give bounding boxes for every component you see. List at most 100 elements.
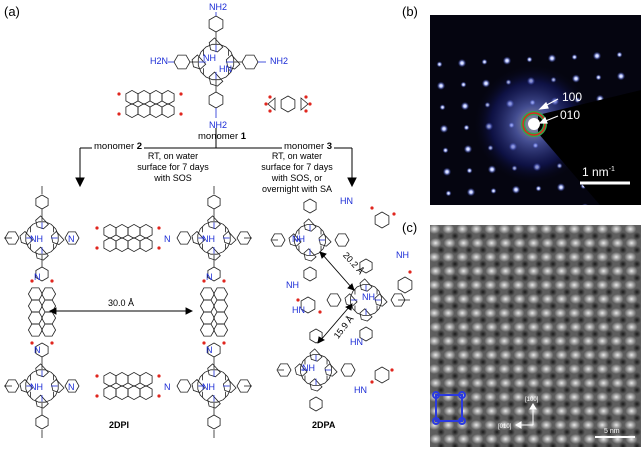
lattice-pore bbox=[479, 316, 487, 324]
lattice-pore bbox=[493, 442, 501, 447]
lattice-bright-spot bbox=[596, 225, 609, 234]
lattice-pore bbox=[591, 400, 599, 408]
lattice-bright-spot bbox=[457, 378, 470, 388]
lattice-pore bbox=[591, 358, 599, 366]
lattice-pore bbox=[507, 246, 515, 254]
lattice-bright-spot bbox=[568, 308, 581, 318]
monomer-1-phenyl-right bbox=[241, 54, 259, 70]
lattice-bright-spot bbox=[442, 308, 455, 318]
lattice-bright-spot bbox=[485, 238, 498, 248]
lattice-bright-spot bbox=[484, 336, 497, 346]
lattice-bright-spot bbox=[527, 294, 540, 304]
lattice-pore bbox=[535, 344, 543, 352]
diffraction-spot bbox=[547, 54, 557, 63]
lattice-bright-spot bbox=[568, 420, 581, 430]
lattice-pore bbox=[619, 400, 627, 408]
lattice-pore bbox=[437, 372, 445, 380]
lattice-pore bbox=[507, 344, 515, 352]
lattice-bright-spot bbox=[555, 266, 568, 276]
lattice-pore bbox=[521, 288, 529, 296]
lattice-pore bbox=[549, 260, 557, 268]
lattice-pore bbox=[619, 344, 627, 352]
2dpi-phenyl bbox=[236, 379, 252, 393]
2dpi-imide-n-6: N bbox=[34, 345, 41, 355]
lattice-pore bbox=[507, 372, 515, 380]
lattice-bright-spot bbox=[596, 364, 609, 374]
lattice-pore bbox=[577, 372, 585, 380]
saed-scale-label: 1 nm-1 bbox=[582, 165, 615, 179]
lattice-bright-spot bbox=[611, 238, 624, 248]
lattice-pore bbox=[507, 302, 515, 310]
lattice-pore bbox=[507, 274, 515, 282]
lattice-bright-spot bbox=[484, 225, 497, 234]
oxygen-atom bbox=[304, 109, 308, 113]
2dpi-pdi-right bbox=[199, 279, 229, 345]
lattice-pore bbox=[549, 428, 557, 436]
2dpa-phenyl bbox=[359, 258, 373, 274]
oxygen-atom bbox=[296, 298, 300, 302]
lattice-pore bbox=[521, 344, 529, 352]
lattice-pore bbox=[633, 344, 641, 352]
lattice-bright-spot bbox=[430, 350, 442, 360]
lattice-pore bbox=[563, 274, 571, 282]
lattice-bright-spot bbox=[442, 280, 455, 290]
lattice-pore bbox=[451, 260, 459, 268]
lattice-bright-spot bbox=[597, 350, 610, 360]
2dpa-pyromellitic bbox=[374, 366, 390, 384]
lattice-pore bbox=[605, 428, 613, 436]
2dpi-phenyl bbox=[176, 379, 192, 393]
diffraction-spot bbox=[502, 56, 512, 65]
lattice-bright-spot bbox=[457, 238, 470, 248]
lattice-bright-spot bbox=[569, 378, 582, 388]
lattice-pore bbox=[493, 386, 501, 394]
lattice-pore bbox=[451, 344, 459, 352]
2dpa-phenyl bbox=[326, 293, 342, 307]
monomer-3-benzene bbox=[280, 95, 296, 113]
2dpa-porphyrin-1 bbox=[288, 218, 332, 262]
lattice-bright-spot bbox=[596, 392, 609, 402]
lattice-bright-spot bbox=[597, 322, 610, 332]
lattice-pore bbox=[577, 232, 585, 240]
lattice-pore bbox=[563, 414, 571, 422]
lattice-bright-spot bbox=[568, 392, 581, 402]
lattice-pore bbox=[479, 386, 487, 394]
lattice-pore bbox=[479, 428, 487, 436]
lattice-bright-spot bbox=[583, 238, 596, 248]
lattice-bright-spot bbox=[498, 252, 511, 262]
diffraction-spot bbox=[439, 124, 449, 133]
lattice-bright-spot bbox=[527, 434, 540, 444]
lattice-pore bbox=[465, 442, 473, 447]
2dpi-phenyl bbox=[207, 414, 221, 430]
lattice-pore bbox=[535, 414, 543, 422]
lattice-bright-spot bbox=[443, 350, 456, 360]
lattice-bright-spot bbox=[498, 364, 511, 374]
lattice-bright-spot bbox=[569, 294, 582, 304]
lattice-bright-spot bbox=[512, 308, 525, 318]
lattice-bright-spot bbox=[540, 252, 553, 262]
2dpi-phenyl bbox=[35, 414, 49, 430]
diffraction-spot bbox=[460, 81, 467, 88]
lattice-bright-spot bbox=[625, 238, 638, 248]
2dpi-imide-n-7: N bbox=[206, 272, 213, 282]
lattice-bright-spot bbox=[540, 280, 553, 290]
2dpa-pyromellitic bbox=[397, 276, 413, 294]
lattice-bright-spot bbox=[513, 406, 526, 416]
lattice-pore bbox=[605, 260, 613, 268]
2dpa-phenyl bbox=[309, 396, 323, 412]
lattice-bright-spot bbox=[583, 350, 596, 360]
lattice-pore bbox=[451, 442, 459, 447]
lattice-pore bbox=[437, 260, 445, 268]
lattice-bright-spot bbox=[624, 364, 637, 374]
oxygen-atom bbox=[268, 95, 272, 99]
lattice-pore bbox=[479, 330, 487, 338]
lattice-bright-spot bbox=[485, 266, 498, 276]
lattice-bright-spot bbox=[430, 322, 442, 332]
lattice-pore bbox=[619, 386, 627, 394]
lattice-bright-spot bbox=[568, 336, 581, 346]
2dpa-hn-amide-5: NH bbox=[396, 250, 409, 260]
lattice-bright-spot bbox=[611, 350, 624, 360]
lattice-bright-spot bbox=[540, 308, 553, 318]
lattice-pore bbox=[479, 344, 487, 352]
lattice-pore bbox=[535, 442, 543, 447]
lattice-pore bbox=[535, 316, 543, 324]
